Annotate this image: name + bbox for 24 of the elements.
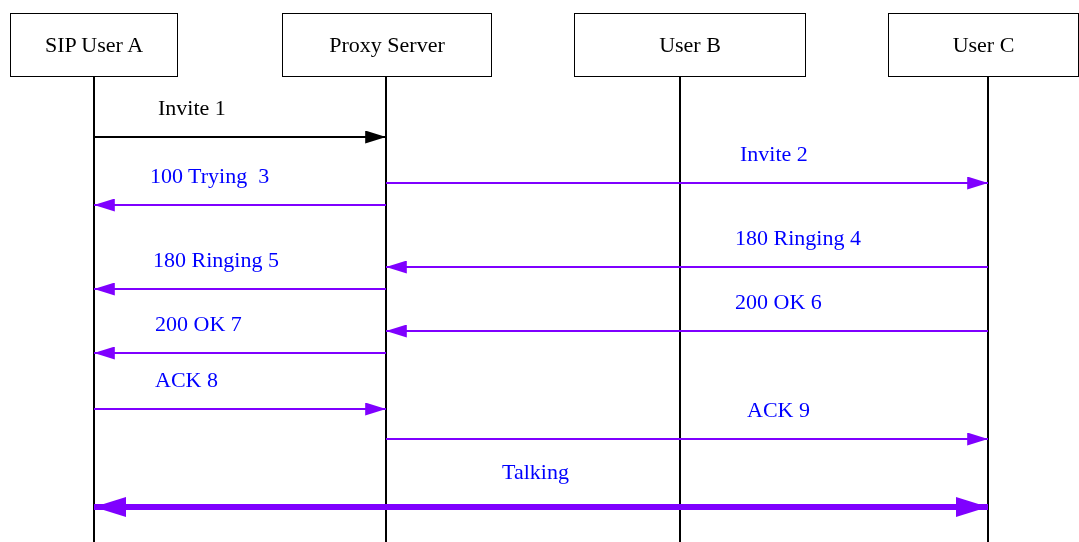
edge-label: Talking [502,459,569,485]
edge-label: 200 OK 6 [735,289,822,315]
edge-label: 180 Ringing 4 [735,225,861,251]
participant-box: User C [888,13,1079,77]
participant-box: Proxy Server [282,13,492,77]
arrow [385,432,989,446]
arrow [93,402,387,416]
arrow [93,346,387,360]
edge-label: ACK 8 [155,367,218,393]
arrow [385,176,989,190]
edge-label: 200 OK 7 [155,311,242,337]
arrow [94,497,988,517]
edge-label: Invite 1 [158,95,226,121]
edge-label: 100 Trying 3 [150,163,270,189]
arrow [385,324,989,338]
edge-label: 180 Ringing 5 [153,247,279,273]
arrow [93,130,387,144]
participant-box: User B [574,13,806,77]
edge-label: ACK 9 [747,397,810,423]
arrow [93,282,387,296]
arrow [385,260,989,274]
participant-box: SIP User A [10,13,178,77]
arrow [93,198,387,212]
edge-label: Invite 2 [740,141,808,167]
